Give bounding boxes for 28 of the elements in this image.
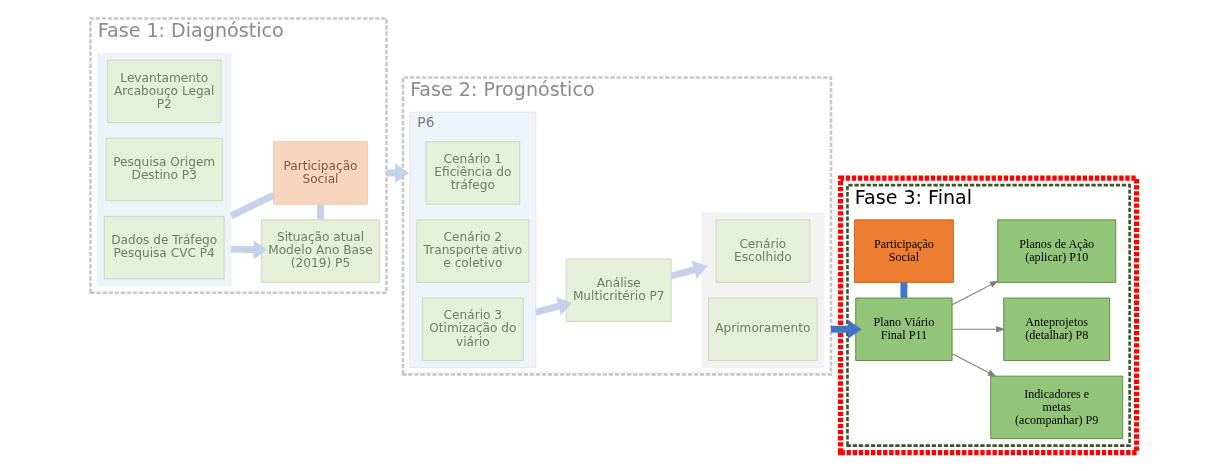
arrow — [951, 353, 997, 377]
node-box: Participação Social — [273, 141, 368, 205]
node-box: Anteprojetos (detalhar) P8 — [1003, 297, 1111, 361]
node-box: Aprimoramento — [708, 297, 818, 361]
connector — [900, 282, 908, 298]
connector — [317, 204, 324, 220]
node-box: Cenário 1 Eficiência do tráfego — [425, 141, 521, 205]
arrow — [831, 319, 862, 339]
connector — [229, 192, 276, 219]
cluster — [701, 212, 825, 368]
arrow — [951, 280, 999, 306]
node-box: Plano Viário Final P11 — [855, 297, 953, 361]
node-box: Cenário 3 Otimização do viário — [422, 297, 524, 361]
node-box: Levantamento Arcabouço Legal P2 — [106, 59, 222, 124]
node-box: Pesquisa Origem Destino P3 — [105, 137, 223, 202]
node-box: Planos de Ação (aplicar) P10 — [997, 219, 1117, 283]
node-box: Situação atual Modelo Ano Base (2019) P5 — [261, 219, 380, 283]
node-box: Dados de Tráfego Pesquisa CVC P4 — [103, 215, 225, 280]
node-box: Indicadores e metas (acompanhar) P9 — [990, 375, 1124, 440]
node-box: Análise Multicritério P7 — [565, 258, 672, 322]
node-box: Cenário Escolhido — [715, 219, 811, 283]
arrow — [231, 239, 268, 260]
cluster — [96, 52, 232, 287]
node-box: Cenário 2 Transporte ativo e coletivo — [416, 219, 530, 283]
arrow — [951, 326, 1006, 333]
node-box: Participação Social — [854, 219, 954, 283]
arrow — [534, 296, 572, 316]
arrow — [670, 260, 708, 280]
